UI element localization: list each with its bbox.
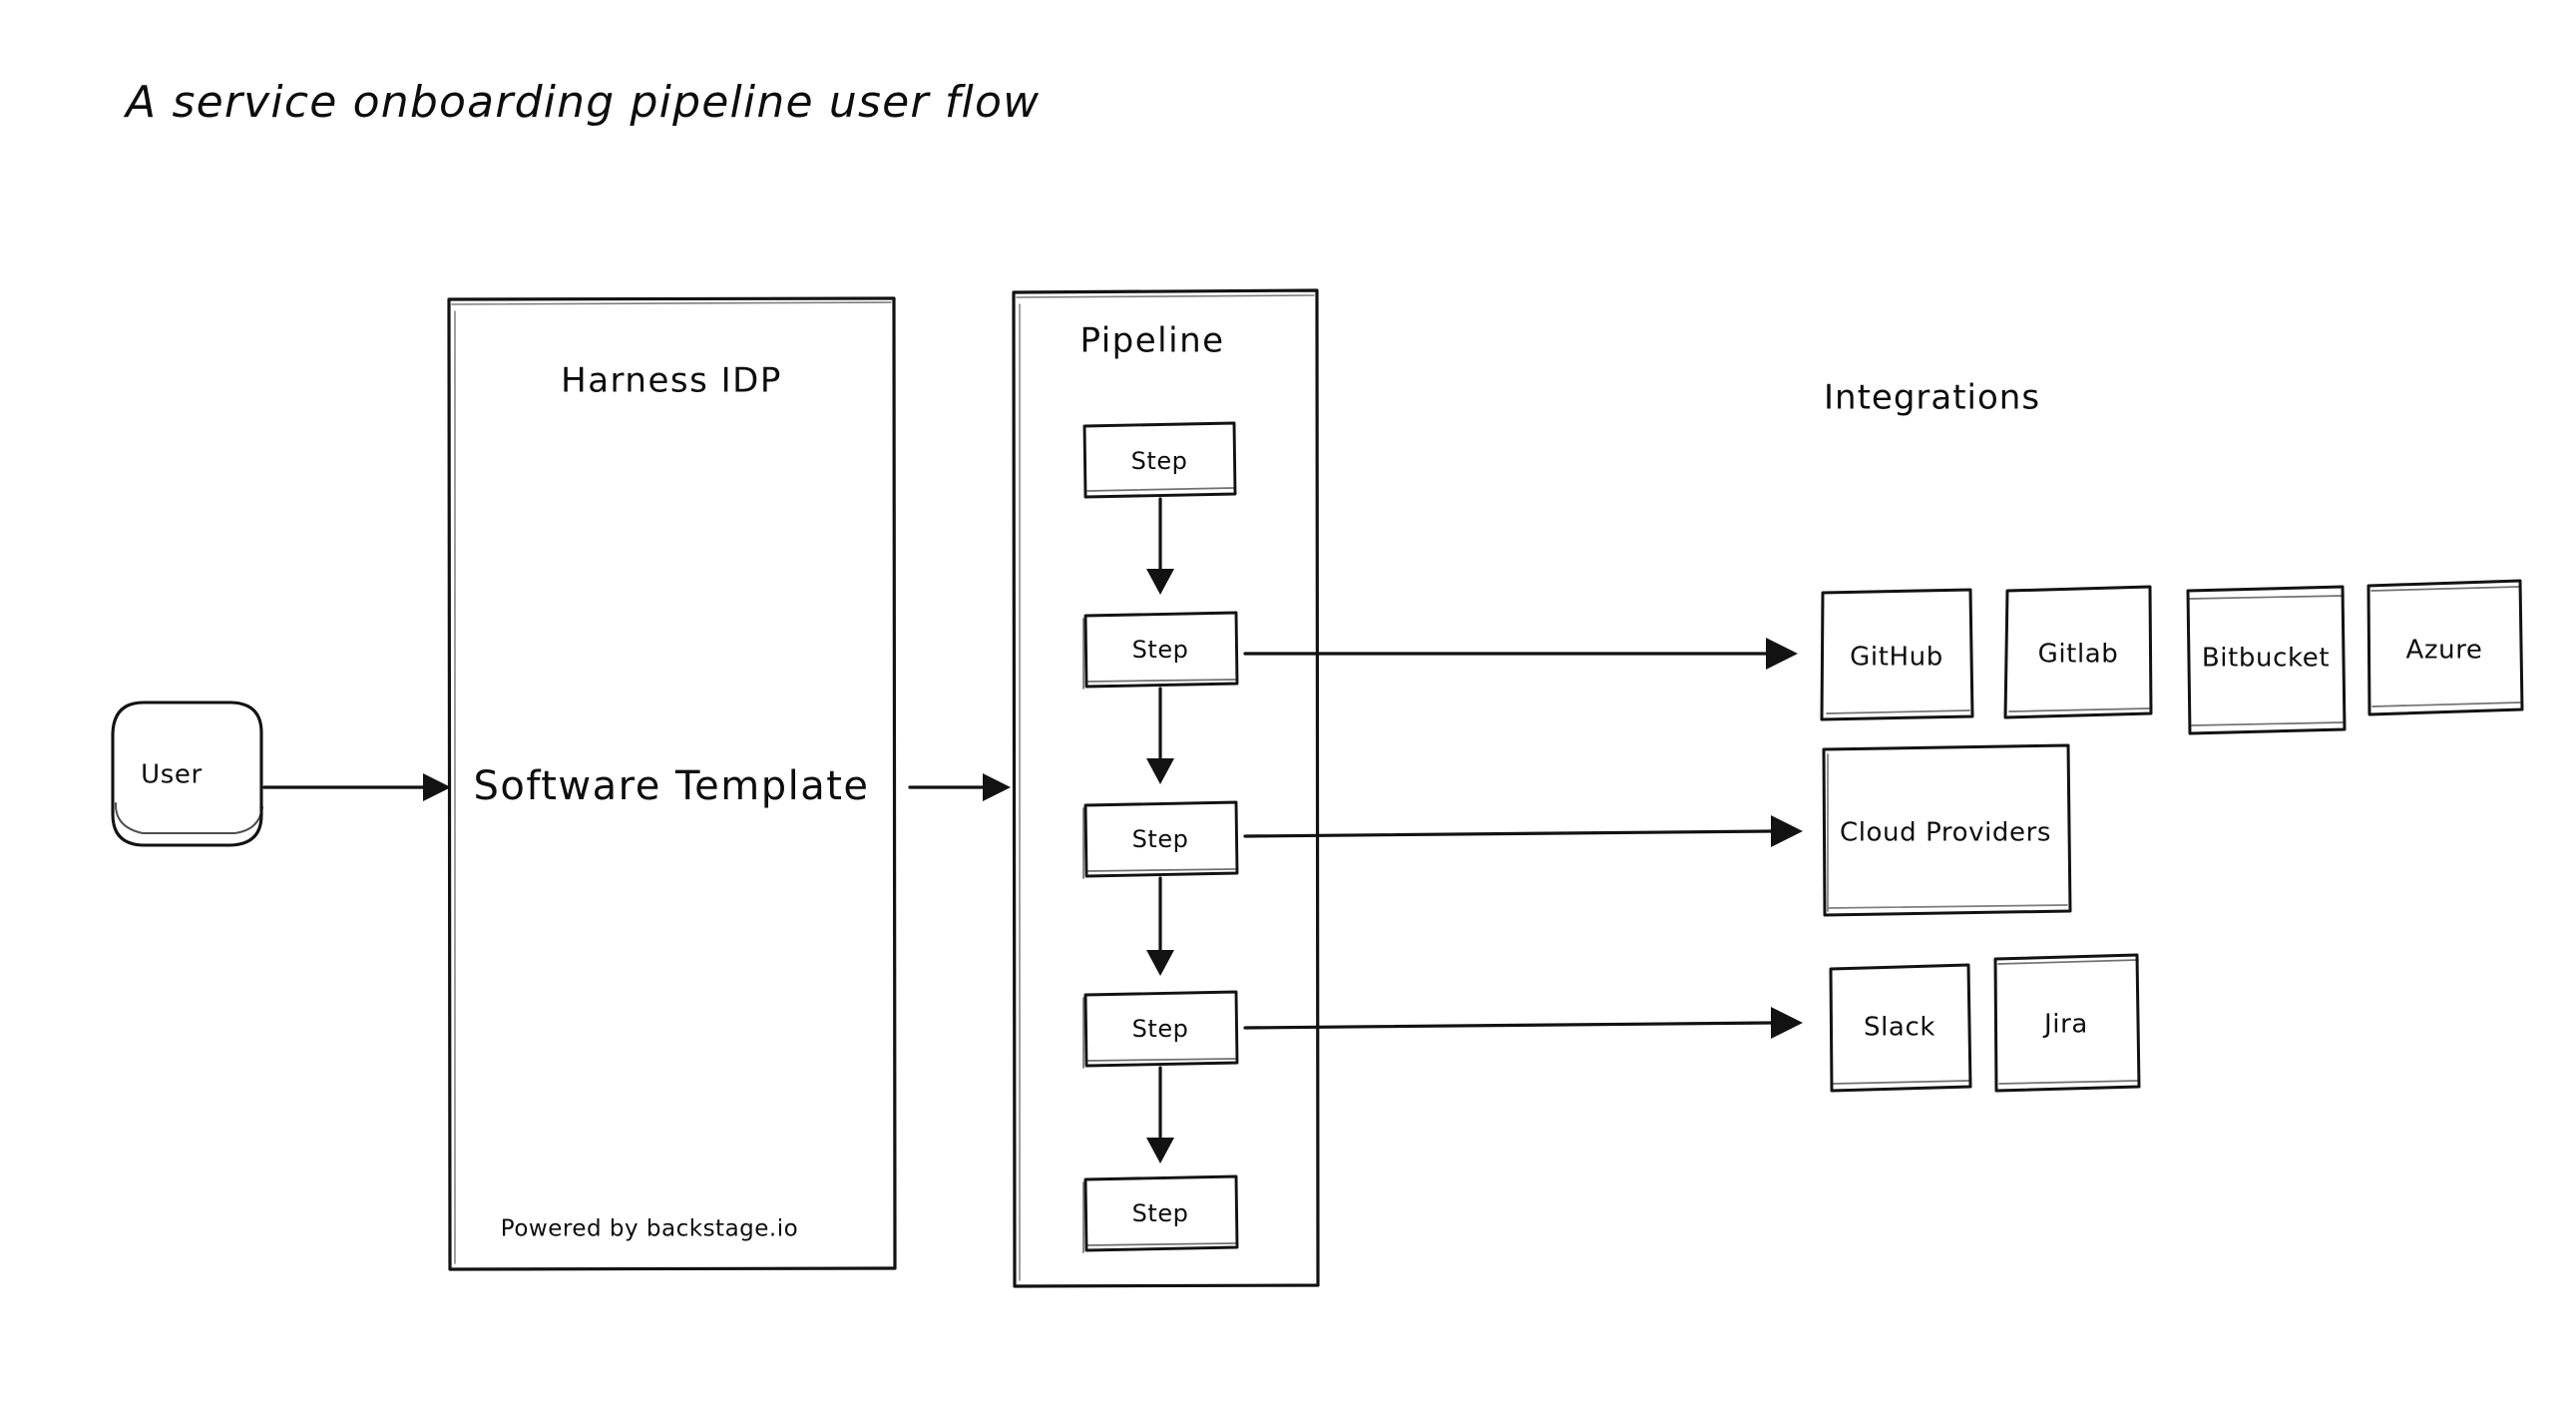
- bitbucket-outline-sketch: [2189, 595, 2345, 726]
- step-5-fill: [1084, 1177, 1236, 1249]
- gitlab-outline: [2003, 585, 2153, 719]
- pipeline-step-2[interactable]: Step: [1082, 611, 1239, 690]
- edge-step3-step4-arrowhead: [1146, 950, 1174, 976]
- pipeline-step-4[interactable]: Step: [1082, 990, 1239, 1069]
- edge-harness-to-pipeline: [908, 773, 1011, 801]
- cloud-providers-outline: [1822, 743, 2072, 917]
- azure-label: Azure: [2405, 636, 2482, 666]
- page-title: A service onboarding pipeline user flow: [123, 77, 1040, 128]
- step-2-label: Step: [1132, 636, 1189, 664]
- github-outline: [1820, 588, 1974, 721]
- container-pipeline[interactable]: Pipeline Step Step: [1012, 288, 1320, 1288]
- integration-node-cloud-providers[interactable]: Cloud Providers: [1822, 743, 2072, 917]
- bitbucket-label: Bitbucket: [2202, 644, 2330, 674]
- step-3-outline-sketch: [1082, 807, 1236, 879]
- slack-label: Slack: [1864, 1013, 1935, 1043]
- integration-node-gitlab[interactable]: Gitlab: [2003, 585, 2153, 719]
- pipeline-step-3[interactable]: Step: [1082, 800, 1239, 879]
- step-3-label: Step: [1132, 825, 1189, 853]
- step-5-outline: [1083, 1174, 1239, 1252]
- edge-step2-integrations-arrowhead: [1766, 638, 1798, 670]
- step-1-outline-sketch: [1086, 487, 1234, 492]
- edge-step4-to-step5: [1146, 1066, 1174, 1164]
- cloud-providers-label: Cloud Providers: [1840, 818, 2051, 848]
- integration-node-slack[interactable]: Slack: [1829, 963, 1972, 1093]
- bitbucket-fill: [2187, 588, 2344, 732]
- slack-outline-sketch: [1833, 1080, 1970, 1085]
- software-template-label: Software Template: [473, 763, 869, 809]
- cloud-providers-outline-sketch: [1827, 753, 2068, 912]
- step-1-fill: [1084, 424, 1234, 496]
- jira-label: Jira: [2042, 1010, 2088, 1040]
- step-2-outline-sketch: [1082, 618, 1236, 690]
- user-box-fill: [112, 702, 261, 844]
- gitlab-label: Gitlab: [2038, 640, 2119, 670]
- jira-outline: [1993, 953, 2141, 1093]
- edge-step2-to-source-control: [1243, 638, 1798, 670]
- harness-idp-heading: Harness IDP: [561, 361, 782, 401]
- edge-step3-integrations-line: [1243, 829, 1773, 838]
- slack-outline: [1829, 963, 1972, 1093]
- edge-step2-step3-arrowhead: [1146, 758, 1174, 784]
- edge-step4-integrations-arrowhead: [1771, 1007, 1803, 1039]
- edge-step4-integrations-line: [1243, 1021, 1773, 1030]
- github-outline-sketch: [1826, 709, 1970, 714]
- step-5-label: Step: [1132, 1199, 1189, 1227]
- powered-by-label: Powered by backstage.io: [501, 1216, 798, 1242]
- node-user[interactable]: User: [111, 700, 263, 847]
- integration-node-jira[interactable]: Jira: [1993, 953, 2141, 1093]
- azure-fill: [2367, 582, 2520, 713]
- container-harness-idp[interactable]: Harness IDP Software Template Powered by…: [447, 296, 897, 1271]
- harness-idp-outline-sketch-top: [451, 301, 892, 305]
- github-label: GitHub: [1850, 643, 1943, 673]
- integrations-heading: Integrations: [1824, 378, 2040, 418]
- step-2-outline: [1083, 611, 1239, 689]
- edge-harness-to-pipeline-arrowhead: [983, 773, 1011, 801]
- jira-outline-sketch: [1997, 959, 2139, 1085]
- edge-step2-to-step3: [1146, 687, 1174, 784]
- harness-idp-outline: [447, 296, 897, 1271]
- edge-user-to-harness-arrowhead: [423, 773, 451, 801]
- gitlab-outline-sketch: [2008, 707, 2150, 712]
- edge-step4-to-collaboration: [1243, 1007, 1803, 1039]
- step-4-outline: [1083, 990, 1239, 1068]
- pipeline-outline-sketch-top: [1016, 294, 1315, 298]
- step-4-label: Step: [1132, 1015, 1189, 1043]
- step-5-outline-sketch: [1082, 1181, 1236, 1253]
- github-fill: [1821, 591, 1970, 718]
- azure-outline: [2366, 579, 2524, 716]
- cloud-providers-fill: [1823, 746, 2069, 914]
- user-label: User: [141, 760, 203, 790]
- step-1-label: Step: [1131, 447, 1188, 475]
- edge-step4-step5-arrowhead: [1146, 1138, 1174, 1164]
- pipeline-heading: Pipeline: [1079, 321, 1224, 361]
- edge-user-to-harness: [262, 773, 451, 801]
- gitlab-fill: [2005, 588, 2150, 715]
- step-2-fill: [1084, 614, 1236, 686]
- step-1-outline: [1082, 421, 1237, 499]
- jira-fill: [1994, 956, 2138, 1091]
- bitbucket-outline: [2186, 585, 2347, 735]
- edge-step1-to-step2: [1146, 497, 1174, 595]
- pipeline-outline: [1012, 288, 1320, 1288]
- pipeline-step-5[interactable]: Step: [1082, 1174, 1239, 1253]
- user-box-outline-sketch: [114, 802, 263, 834]
- harness-idp-fill: [449, 299, 895, 1269]
- edge-step1-step2-arrowhead: [1146, 569, 1174, 595]
- slack-fill: [1830, 966, 1969, 1091]
- step-4-fill: [1084, 993, 1236, 1065]
- azure-outline-sketch: [2370, 586, 2521, 707]
- step-3-outline: [1083, 800, 1239, 878]
- integration-node-bitbucket[interactable]: Bitbucket: [2186, 585, 2347, 735]
- integration-node-azure[interactable]: Azure: [2366, 579, 2524, 716]
- pipeline-step-1[interactable]: Step: [1082, 421, 1237, 499]
- edge-step3-integrations-arrowhead: [1771, 815, 1803, 847]
- edge-step3-to-step4: [1146, 876, 1174, 976]
- step-4-outline-sketch: [1082, 997, 1236, 1069]
- integration-node-github[interactable]: GitHub: [1820, 588, 1974, 721]
- step-3-fill: [1084, 803, 1236, 875]
- edge-step3-to-cloud: [1243, 815, 1803, 847]
